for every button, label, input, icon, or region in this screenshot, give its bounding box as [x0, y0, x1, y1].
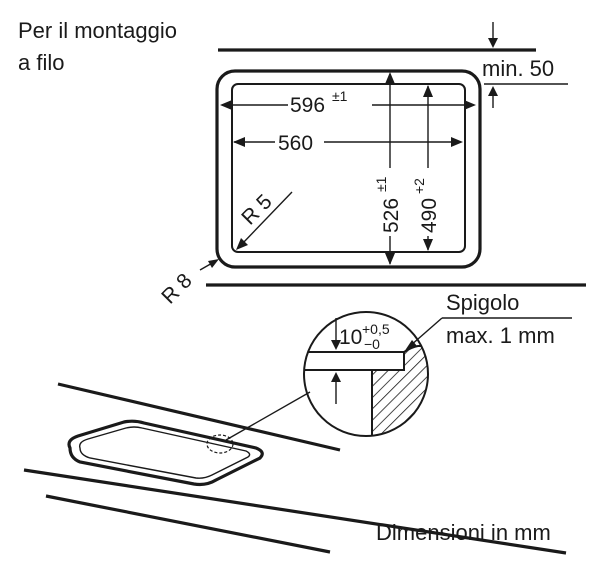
edge-label: Spigolo [446, 290, 519, 315]
recess-depth-value: 10 [339, 326, 362, 349]
outer-depth-tolerance: ±1 [373, 176, 389, 192]
perspective-cutout-outer [67, 419, 264, 487]
outer-width-tolerance: ±1 [332, 88, 348, 104]
recess-tolerance-lower: −0 [364, 336, 380, 352]
title-line-1: Per il montaggio [18, 18, 177, 43]
inner-depth-dimension: 490 +2 [411, 85, 441, 251]
detail-connector-line [225, 391, 311, 441]
worktop-perspective [23, 382, 567, 555]
detail-marker-circle [206, 434, 234, 454]
units-note: Dimensioni in mm [376, 520, 551, 545]
perspective-cutout-inner [78, 426, 251, 479]
worktop-back-edge [57, 382, 341, 452]
inner-width-label: 560 [278, 132, 313, 155]
worktop-front-edge-bottom [45, 494, 331, 554]
worktop-front-edge-top [23, 468, 567, 555]
outer-width-dimension: 596 ±1 [220, 88, 476, 117]
inner-radius-callout: R 5 [236, 190, 293, 250]
outer-width-label: 596 [290, 94, 325, 117]
edge-max-label: max. 1 mm [446, 323, 555, 348]
worktop-section-hatch [371, 345, 428, 436]
inner-radius-label: R 5 [237, 190, 276, 229]
outer-radius-label: R 8 [157, 269, 196, 308]
outer-depth-label: 526 [380, 198, 403, 233]
edge-detail: 10 +0,5 −0 Spigolo max. 1 mm [225, 290, 572, 441]
inner-depth-label: 490 [418, 198, 441, 233]
inner-depth-tolerance: +2 [411, 178, 427, 194]
title-line-2: a filo [18, 50, 64, 75]
cutout-inner-outline [231, 83, 466, 253]
inner-width-dimension: 560 [233, 132, 463, 155]
min-clearance-label: min. 50 [482, 56, 554, 81]
outer-depth-dimension: 526 ±1 [373, 72, 403, 265]
recess-tolerance-upper: +0,5 [362, 321, 390, 337]
min-clearance-dimension: min. 50 [482, 22, 568, 108]
title: Per il montaggio a filo [18, 18, 177, 75]
cutout-outer-outline [215, 69, 482, 269]
